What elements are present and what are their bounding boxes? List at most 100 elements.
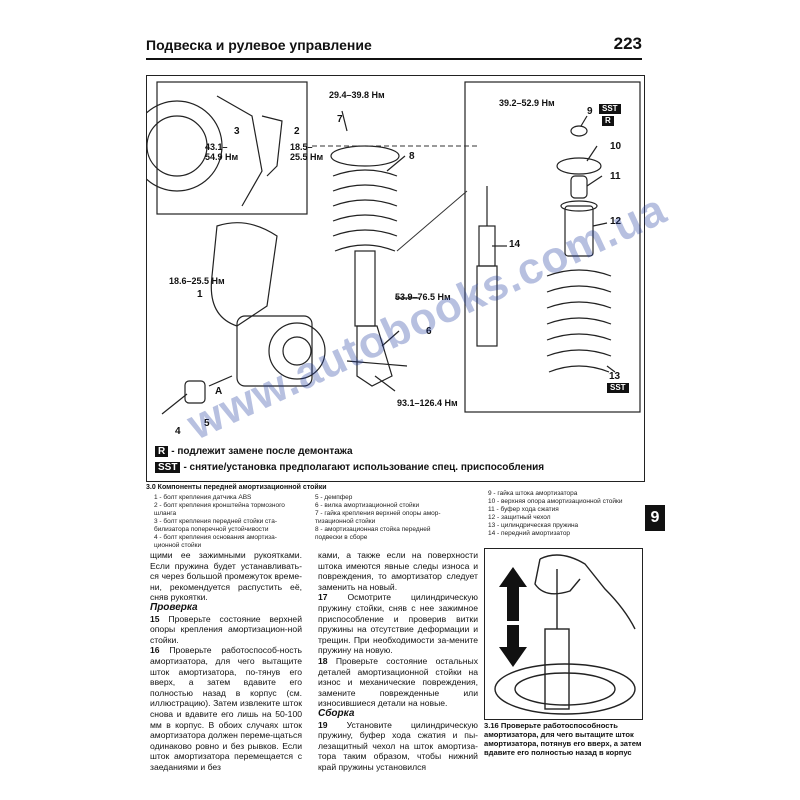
page-header: Подвеска и рулевое управление 223 <box>146 34 642 60</box>
legend-replace: R- подлежит замене после демонтажа <box>155 446 353 457</box>
step-text: Осмотрите цилиндрическую пружину стойки,… <box>318 592 478 656</box>
step-number: 17 <box>318 592 328 603</box>
inset-box <box>156 81 308 215</box>
step-text: Проверьте состояние остальных деталей ам… <box>318 655 479 709</box>
photo-caption: 3.16 Проверьте работоспособность амортиз… <box>484 721 642 757</box>
torque-label-fork: 53.9–76.5 Нм <box>395 292 451 302</box>
leader-a <box>208 375 233 387</box>
bracket-outline <box>261 115 283 177</box>
shock-body-14 <box>476 265 498 347</box>
caption-item: тизационной стойки <box>315 518 376 525</box>
leader-9 <box>580 115 588 127</box>
brake-disc-inner <box>147 115 208 177</box>
callout-10: 10 <box>610 141 622 152</box>
caption-item: ционной стойки <box>154 542 202 549</box>
caption-item: 6 - вилка амортизационной стойки <box>315 502 420 509</box>
brake-caliper-sketch <box>236 315 313 387</box>
sst-tag-13: SST <box>607 383 629 393</box>
coil-spring-assembled <box>332 169 398 252</box>
torque-label-1: 18.6–25.5 Нм <box>169 276 225 286</box>
diagram-drawing <box>147 81 641 415</box>
torque-label-base: 93.1–126.4 Нм <box>397 398 458 408</box>
callout-9: 9 <box>587 106 593 117</box>
paragraph-17: 17 Осмотрите цилиндрическую пружину стой… <box>318 592 478 656</box>
caption-item: 14 - передний амортизатор <box>488 530 571 537</box>
bump-stop-11 <box>570 175 588 199</box>
figure-caption-title: 3.0 Компоненты передней амортизационной … <box>146 484 327 491</box>
caption-item: 7 - гайка крепления верхней опоры амор- <box>315 510 441 517</box>
paragraph-19: 19 Установите цилиндрическую пружину, бу… <box>318 720 478 773</box>
leader-12 <box>592 222 608 227</box>
callout-1: 1 <box>197 289 203 300</box>
shock-body-sketch <box>544 628 570 710</box>
coil-spring-13 <box>546 269 612 373</box>
exploded-connector <box>396 190 468 252</box>
paragraph: ками, а также если на поверхности штока … <box>318 550 478 592</box>
section-heading-assembly: Сборка <box>318 707 355 719</box>
leader-11 <box>586 175 603 187</box>
caption-item: шланга <box>154 510 177 517</box>
caption-item: 11 - буфер хода сжатия <box>488 506 559 513</box>
caption-item: 9 - гайка штока амортизатора <box>488 490 578 497</box>
caption-item: подвески в сборе <box>315 534 368 541</box>
torque-label-7: 29.4–39.8 Нм <box>329 90 385 100</box>
step-text: Проверьте работоспособ-ность амортизатор… <box>150 645 302 772</box>
leader-t6 <box>374 375 396 392</box>
section-tab: 9 <box>645 505 665 531</box>
knuckle-outline <box>216 95 263 207</box>
exploded-view-box <box>464 81 641 413</box>
callout-6: 6 <box>426 326 432 337</box>
caption-item: 3 - болт крепления передней стойки ста- <box>154 518 277 525</box>
step-number: 16 <box>150 645 160 656</box>
legend-sst-key: SST <box>155 462 181 473</box>
step-number: 15 <box>150 613 160 624</box>
caption-col1: 1 - болт крепления датчика ABS 2 - болт … <box>154 494 285 550</box>
paragraph-18: 18 Проверьте состояние остальных деталей… <box>318 656 478 709</box>
callout-8: 8 <box>409 151 415 162</box>
dust-boot-top <box>560 200 598 212</box>
text-column-2: ками, а также если на поверхности штока … <box>318 550 478 772</box>
lower-arm-sketch <box>210 222 278 327</box>
step-number: 19 <box>318 719 328 730</box>
section-heading-check: Проверка <box>150 601 198 613</box>
legend-special-tool: SST- снятие/установка предполагают испол… <box>155 462 544 473</box>
paragraph: щими ее зажимными рукоятками. Если пружи… <box>150 550 302 603</box>
paragraph-15: 15 Проверьте состояние верхней опоры кре… <box>150 614 302 646</box>
step-text: Проверьте состояние верхней опоры крепле… <box>150 613 302 645</box>
callout-3: 3 <box>234 126 240 137</box>
spring-seat-inner <box>514 672 616 706</box>
step-number: 18 <box>318 655 328 666</box>
torque-label-9: 39.2–52.9 Нм <box>499 98 555 108</box>
callout-14: 14 <box>509 239 521 250</box>
leader-10 <box>586 145 598 162</box>
caption-item: 4 - болт крепления основания амортиза- <box>154 534 277 541</box>
hub-sketch <box>268 322 326 380</box>
upper-mount-sketch <box>330 145 400 167</box>
chapter-title: Подвеска и рулевое управление <box>146 37 372 53</box>
legend-r-key: R <box>155 446 169 457</box>
fingers-sketch <box>534 558 581 595</box>
torque-label-2: 18.5–25.5 Нм <box>290 142 324 162</box>
sst-tag-9: SST <box>599 104 621 114</box>
callout-11: 11 <box>610 171 621 182</box>
caption-col3: 9 - гайка штока амортизатора 10 - верхня… <box>488 490 622 538</box>
hand-sketch <box>539 554 636 630</box>
caption-item: билизатора поперечной устойчивости <box>154 526 269 533</box>
hub-center <box>282 336 312 366</box>
caption-item: 2 - болт крепления кронштейна тормозного <box>154 502 285 509</box>
step-text: Установите цилиндрическую пружину, буфер… <box>318 719 478 772</box>
leader-6 <box>381 330 400 347</box>
callout-7: 7 <box>337 114 343 125</box>
r-tag-9: R <box>602 116 614 126</box>
leader-13 <box>606 365 616 373</box>
up-down-arrow-icon <box>499 567 527 667</box>
callout-13: 13 <box>609 371 621 382</box>
caption-item: 13 - цилиндрическая пружина <box>488 522 579 529</box>
shock-test-illustration <box>494 554 636 715</box>
callout-5: 5 <box>204 418 210 429</box>
upper-mount-10 <box>556 157 602 175</box>
caption-col2: 5 - демпфер 6 - вилка амортизационной ст… <box>315 494 441 542</box>
page-number: 223 <box>613 34 642 53</box>
caption-item: 5 - демпфер <box>315 494 353 501</box>
fork-bolt <box>346 360 408 367</box>
